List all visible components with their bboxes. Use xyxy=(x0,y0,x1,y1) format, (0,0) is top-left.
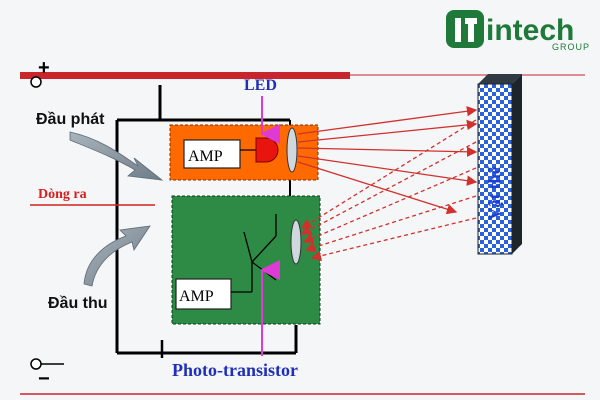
intech-logo: intech GROUP xyxy=(446,10,590,52)
object-label: Vật thể xyxy=(485,166,504,220)
reflected-beams xyxy=(300,119,477,261)
receiver-swoosh-arrow xyxy=(83,225,151,287)
logo-mark xyxy=(446,10,484,48)
emitter-lens xyxy=(286,127,298,173)
receiver-block: AMP xyxy=(171,195,321,325)
logo-brand-text: intech xyxy=(486,14,574,47)
top-rail xyxy=(20,72,350,79)
emitter-block: AMP xyxy=(169,124,319,181)
minus-sign: − xyxy=(38,368,50,390)
logo-sub-text: GROUP xyxy=(552,42,590,52)
positive-terminal: + xyxy=(30,57,50,88)
amp-receiver-label: AMP xyxy=(179,288,214,305)
receiver-lens xyxy=(290,219,302,265)
phototransistor-label: Photo-transistor xyxy=(172,360,298,380)
output-current-label: Dòng ra xyxy=(38,187,87,202)
emitted-beams xyxy=(297,106,478,215)
negative-terminal: − xyxy=(30,358,64,390)
emitter-label: Đầu phát xyxy=(36,111,105,128)
led-symbol xyxy=(255,137,279,163)
led-label: LED xyxy=(244,77,277,94)
amp-emitter-label: AMP xyxy=(188,148,223,165)
amp-receiver-box xyxy=(175,278,232,310)
target-object: Vật thể xyxy=(477,74,522,255)
receiver-label: Đầu thu xyxy=(48,295,108,312)
emitter-swoosh-arrow xyxy=(69,131,164,181)
plus-sign: + xyxy=(38,57,50,79)
amp-emitter-box xyxy=(183,139,241,169)
